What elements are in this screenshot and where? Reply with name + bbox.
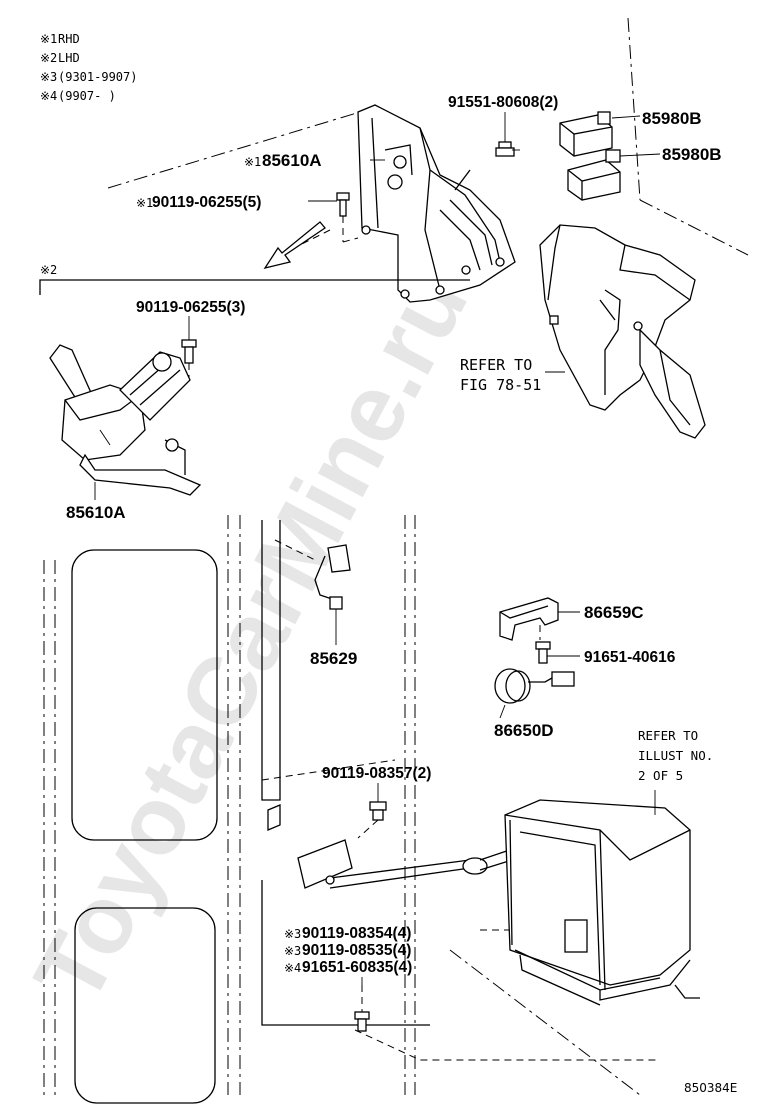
leader-lines bbox=[94, 112, 656, 985]
bolt-lower-icon bbox=[354, 985, 370, 1032]
ref-fig-line1: REFER TO bbox=[460, 356, 532, 374]
label-lhd-mark: ※2 bbox=[40, 263, 57, 277]
label-91651-60835-mark: ※4 bbox=[284, 961, 301, 975]
figure-code: 850384E bbox=[684, 1081, 737, 1095]
legend-text-3: (9301-9907) bbox=[58, 70, 137, 84]
pedal-assembly-icon bbox=[539, 224, 706, 439]
legend-mark-4: ※4 bbox=[40, 89, 57, 103]
ref-fig-line2: FIG 78-51 bbox=[460, 376, 541, 394]
legend-mark-3: ※3 bbox=[40, 70, 57, 84]
linkage-rod-icon bbox=[267, 804, 571, 889]
label-90119-08354-mark: ※3 bbox=[284, 927, 301, 941]
legend-mark-2: ※2 bbox=[40, 51, 57, 65]
buzzer-86650d-icon bbox=[494, 668, 575, 704]
label-85629: 85629 bbox=[310, 649, 357, 668]
label-91651-40616: 91651-40616 bbox=[584, 649, 676, 666]
seat-base-box-icon bbox=[504, 799, 700, 1006]
label-91551-80608: 91551-80608(2) bbox=[448, 94, 558, 111]
lhd-bracket-line bbox=[39, 279, 470, 295]
arrow-to-lhd-icon bbox=[263, 221, 326, 270]
label-85610a-top: 85610A bbox=[262, 151, 322, 170]
legend: ※1 RHD ※2 LHD ※3 (9301-9907) ※4 (9907- ) bbox=[40, 32, 137, 103]
label-85980b-upper: 85980B bbox=[642, 109, 702, 128]
bolt-90119-08357-icon bbox=[357, 801, 387, 839]
label-90119-06255-3: 90119-06255(3) bbox=[136, 299, 245, 316]
top-section-outline bbox=[107, 17, 749, 256]
actuator-85610a-lhd-icon bbox=[49, 344, 202, 496]
legend-text-2: LHD bbox=[58, 51, 80, 65]
label-90119-08357: 90119-08357(2) bbox=[322, 765, 431, 782]
connector-85980b-upper-icon bbox=[559, 111, 641, 157]
label-86650d: 86650D bbox=[494, 721, 554, 740]
bolt-91651-40616-icon bbox=[535, 641, 580, 664]
label-85610a-bottom: 85610A bbox=[66, 503, 126, 522]
label-91651-60835: 91651-60835(4) bbox=[302, 959, 412, 976]
bracket-86659c-icon bbox=[499, 597, 580, 641]
label-86659c: 86659C bbox=[584, 603, 644, 622]
label-90119-08354: 90119-08354(4) bbox=[302, 925, 411, 942]
label-90119-06255-5: 90119-06255(5) bbox=[152, 194, 261, 211]
harness-85629-icon bbox=[274, 539, 351, 640]
legend-text-4: (9907- ) bbox=[58, 89, 116, 103]
bracket-85610a-top-icon bbox=[357, 104, 516, 303]
connector-85980b-lower-icon bbox=[567, 149, 661, 201]
ref-illust-line1: REFER TO bbox=[638, 728, 698, 743]
legend-mark-1: ※1 bbox=[40, 32, 57, 46]
legend-text-1: RHD bbox=[58, 32, 80, 46]
watermark: ToyotaCarMine.ru bbox=[14, 255, 488, 1020]
label-90119-06255-5-mark: ※1 bbox=[136, 196, 153, 210]
bolt-90119-06255-5-icon bbox=[336, 192, 359, 243]
label-85980b-lower: 85980B bbox=[662, 145, 722, 164]
ref-illust-line3: 2 OF 5 bbox=[638, 768, 683, 783]
label-90119-08535: 90119-08535(4) bbox=[302, 942, 411, 959]
label-90119-08535-mark: ※3 bbox=[284, 944, 301, 958]
label-85610a-top-mark: ※1 bbox=[244, 155, 261, 169]
bolt-91551-icon bbox=[495, 118, 520, 157]
ref-illust-line2: ILLUST NO. bbox=[638, 748, 713, 763]
